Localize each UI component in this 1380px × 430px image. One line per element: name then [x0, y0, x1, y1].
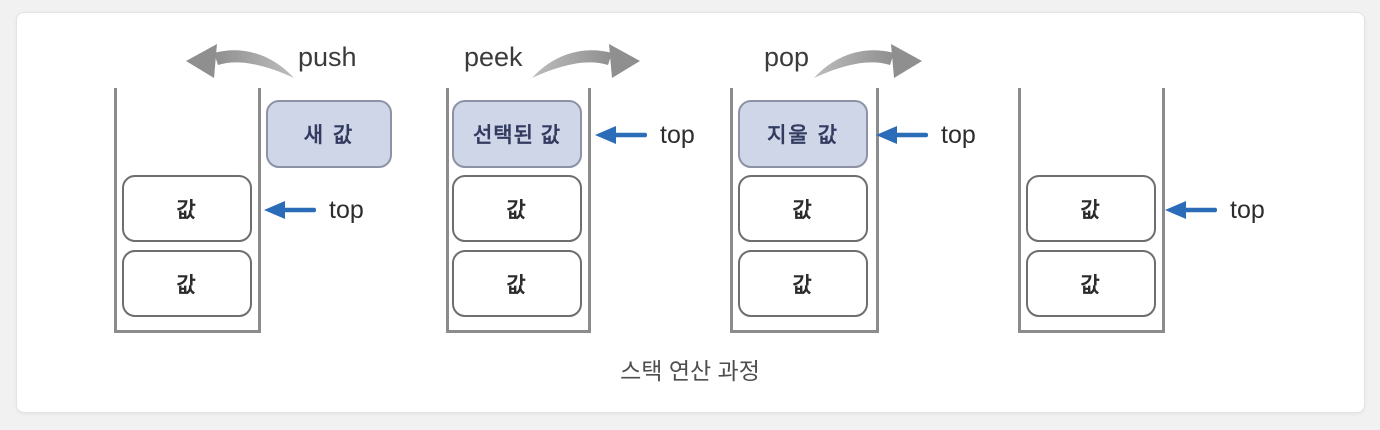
- top-label: top: [660, 121, 695, 149]
- stack-4-value-box: 값: [1026, 250, 1156, 317]
- pop-arrow-icon: [812, 40, 924, 86]
- top-arrow-icon: [876, 126, 928, 144]
- peek-label: peek: [464, 42, 523, 72]
- stack-4-value-box: 값: [1026, 175, 1156, 242]
- top-label: top: [329, 196, 364, 224]
- pop-label: pop: [764, 42, 810, 72]
- stack-4-container: [1018, 88, 1165, 333]
- peek-arrow-icon: [530, 40, 642, 86]
- stack-3-top-pointer: top: [876, 122, 976, 148]
- selected-value-box: 선택된 값: [452, 100, 582, 168]
- stack-3-container: [730, 88, 879, 333]
- stack-4-top-pointer: top: [1165, 197, 1265, 223]
- top-arrow-icon: [264, 201, 316, 219]
- stack-3-value-box: 값: [738, 175, 868, 242]
- stack-3-value-box: 값: [738, 250, 868, 317]
- top-label: top: [941, 121, 976, 149]
- stack-1-value-box: 값: [122, 250, 252, 317]
- stack-1-container: [114, 88, 261, 333]
- stack-1-top-pointer: top: [264, 197, 364, 223]
- stack-1-value-box: 값: [122, 175, 252, 242]
- push-arrow-icon: [184, 40, 296, 86]
- stack-2-value-box: 값: [452, 250, 582, 317]
- push-label: push: [298, 42, 357, 72]
- top-arrow-icon: [1165, 201, 1217, 219]
- top-label: top: [1230, 196, 1265, 224]
- stack-2-value-box: 값: [452, 175, 582, 242]
- removed-value-box: 지울 값: [738, 100, 868, 168]
- stack-2-container: [446, 88, 591, 333]
- stack-2-top-pointer: top: [595, 122, 695, 148]
- new-value-box: 새 값: [266, 100, 392, 168]
- diagram-caption: 스택 연산 과정: [620, 358, 760, 384]
- top-arrow-icon: [595, 126, 647, 144]
